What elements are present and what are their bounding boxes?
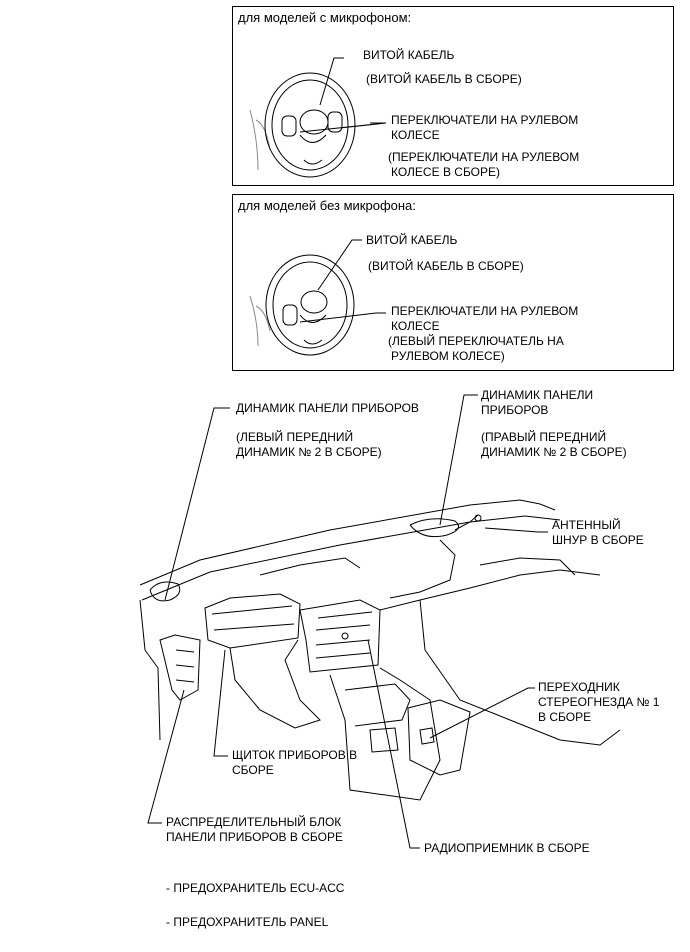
steering-wheel-with-mic-illustration bbox=[249, 72, 356, 178]
right-speaker-label-1: ДИНАМИК ПАНЕЛИ bbox=[481, 388, 594, 402]
right-speaker-label-2: ПРИБОРОВ bbox=[481, 403, 549, 417]
stereo-jack-label-2: СТЕРЕОГНЕЗДА № 1 bbox=[538, 695, 660, 709]
junction-block-leader bbox=[147, 689, 185, 824]
cluster-label-1: ЩИТОК ПРИБОРОВ В bbox=[232, 748, 358, 762]
fuse-ecu-acc: - ПРЕДОХРАНИТЕЛЬ ECU-ACC bbox=[166, 881, 345, 895]
box2-cable-label: ВИТОЙ КАБЕЛЬ bbox=[366, 233, 458, 247]
junction-block-label-1: РАСПРЕДЕЛИТЕЛЬНЫЙ БЛОК bbox=[166, 815, 342, 829]
dashboard-illustration bbox=[139, 499, 621, 801]
box2-cable-leader bbox=[317, 239, 362, 291]
box1-cable-leader bbox=[319, 57, 344, 106]
box1-switch-label-2: КОЛЕСЕ bbox=[391, 128, 440, 142]
antenna-leader bbox=[484, 527, 548, 533]
right-speaker-assy-label-1: (ПРАВЫЙ ПЕРЕДНИЙ bbox=[481, 430, 607, 444]
box1-switch-assy-label-1: (ПЕРЕКЛЮЧАТЕЛИ НА РУЛЕВОМ bbox=[388, 150, 580, 164]
left-speaker-assy-label-2: ДИНАМИК № 2 В СБОРЕ) bbox=[236, 445, 382, 459]
box1-cable-assy-label: (ВИТОЙ КАБЕЛЬ В СБОРЕ) bbox=[366, 72, 522, 86]
box1-cable-label: ВИТОЙ КАБЕЛЬ bbox=[363, 48, 455, 62]
left-speaker-leader bbox=[164, 407, 230, 601]
left-speaker-assy-label-1: (ЛЕВЫЙ ПЕРЕДНИЙ bbox=[236, 430, 354, 444]
box-with-microphone bbox=[232, 6, 674, 186]
box2-switch-label-1: ПЕРЕКЛЮЧАТЕЛИ НА РУЛЕВОМ bbox=[391, 304, 579, 318]
left-speaker-label: ДИНАМИК ПАНЕЛИ ПРИБОРОВ bbox=[236, 401, 419, 415]
antenna-label-2: ШНУР В СБОРЕ bbox=[552, 533, 644, 547]
stereo-jack-label-3: В СБОРЕ bbox=[538, 710, 592, 724]
radio-label: РАДИОПРИЕМНИК В СБОРЕ bbox=[424, 841, 590, 855]
antenna-label-1: АНТЕННЫЙ bbox=[552, 518, 621, 532]
right-speaker-leader bbox=[439, 394, 478, 526]
box-without-microphone-title: для моделей без микрофона: bbox=[238, 198, 416, 213]
radio-leader bbox=[367, 639, 420, 849]
box2-switch-label-2: КОЛЕСЕ bbox=[391, 319, 440, 333]
box-with-microphone-title: для моделей с микрофоном: bbox=[238, 10, 412, 25]
box2-cable-assy-label: (ВИТОЙ КАБЕЛЬ В СБОРЕ) bbox=[368, 259, 524, 273]
box2-switch-leader bbox=[299, 312, 386, 323]
box2-switch-assy-label-1: (ЛЕВЫЙ ПЕРЕКЛЮЧАТЕЛЬ НА bbox=[388, 334, 564, 348]
junction-block-label-2: ПАНЕЛИ ПРИБОРОВ В СБОРЕ bbox=[166, 830, 343, 844]
stereo-jack-leader bbox=[429, 687, 535, 739]
box1-switch-assy-label-2: КОЛЕСЕ В СБОРЕ) bbox=[391, 165, 501, 179]
fuse-panel: - ПРЕДОХРАНИТЕЛЬ PANEL bbox=[166, 915, 329, 929]
box2-switch-assy-label-2: РУЛЕВОМ КОЛЕСЕ) bbox=[391, 349, 505, 363]
cluster-leader bbox=[213, 649, 228, 757]
box1-switch-leader bbox=[299, 122, 387, 133]
cluster-label-2: СБОРЕ bbox=[232, 763, 274, 777]
stereo-jack-label-1: ПЕРЕХОДНИК bbox=[538, 680, 620, 694]
right-speaker-assy-label-2: ДИНАМИК № 2 В СБОРЕ) bbox=[481, 445, 627, 459]
steering-wheel-without-mic-illustration bbox=[249, 254, 355, 356]
box1-switch-label-1: ПЕРЕКЛЮЧАТЕЛИ НА РУЛЕВОМ bbox=[391, 113, 579, 127]
